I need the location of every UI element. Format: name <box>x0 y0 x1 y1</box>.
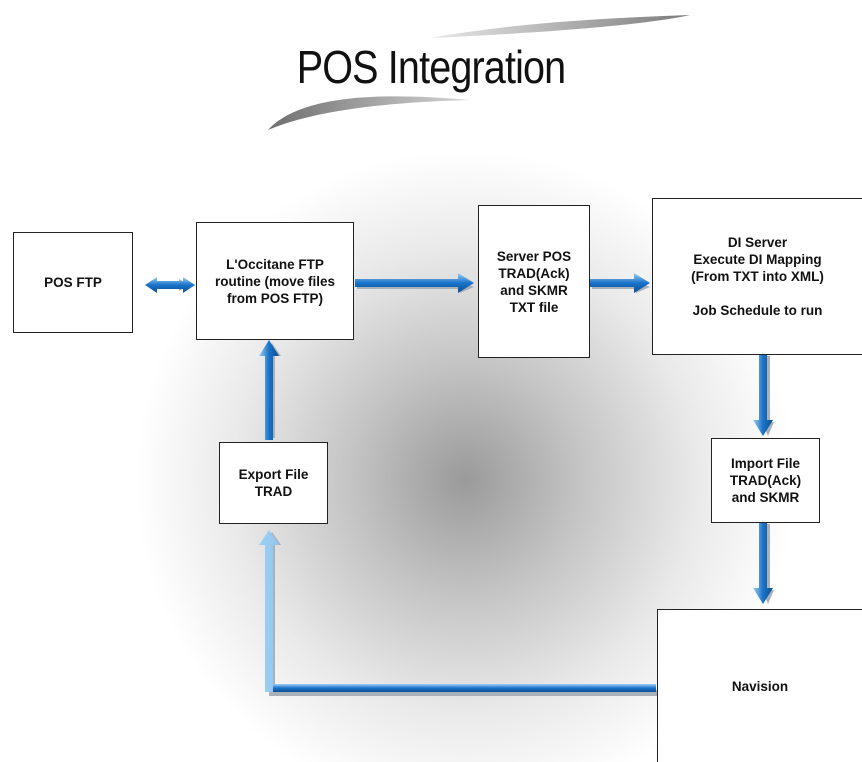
node-pos-ftp: POS FTP <box>13 232 133 333</box>
node-navision-label: Navision <box>731 678 789 694</box>
node-di-server: DI Server Execute DI Mapping (From TXT i… <box>652 198 862 355</box>
node-di-server-label: DI Server Execute DI Mapping (From TXT i… <box>691 235 824 318</box>
arrow-exportfile-occitane <box>259 340 281 440</box>
arrow-diserver-importfile <box>753 354 774 436</box>
arrow-occitane-serverpos <box>355 273 474 293</box>
arrow-navision-exportfile <box>259 530 658 696</box>
node-occitane-ftp-label: L'Occitane FTP routine (move files from … <box>214 256 336 306</box>
node-import-file-label: Import File TRAD(Ack) and SKMR <box>729 456 802 505</box>
swoosh-bottom <box>268 96 470 130</box>
swoosh-top <box>430 15 690 38</box>
arrow-posftp-occitane <box>145 277 195 293</box>
node-occitane-ftp: L'Occitane FTP routine (move files from … <box>196 222 354 340</box>
title-swoosh-decoration <box>268 15 690 130</box>
arrow-importfile-navision <box>753 522 774 604</box>
node-server-pos: Server POS TRAD(Ack) and SKMR TXT file <box>478 205 590 358</box>
node-server-pos-label: Server POS TRAD(Ack) and SKMR TXT file <box>496 248 572 315</box>
node-import-file: Import File TRAD(Ack) and SKMR <box>711 438 820 523</box>
node-export-file: Export File TRAD <box>219 442 328 524</box>
node-pos-ftp-label: POS FTP <box>44 275 102 290</box>
arrow-serverpos-diserver <box>590 273 650 293</box>
page-title: POS Integration <box>296 41 566 93</box>
node-navision: Navision <box>657 609 862 762</box>
node-export-file-label: Export File TRAD <box>238 467 309 499</box>
